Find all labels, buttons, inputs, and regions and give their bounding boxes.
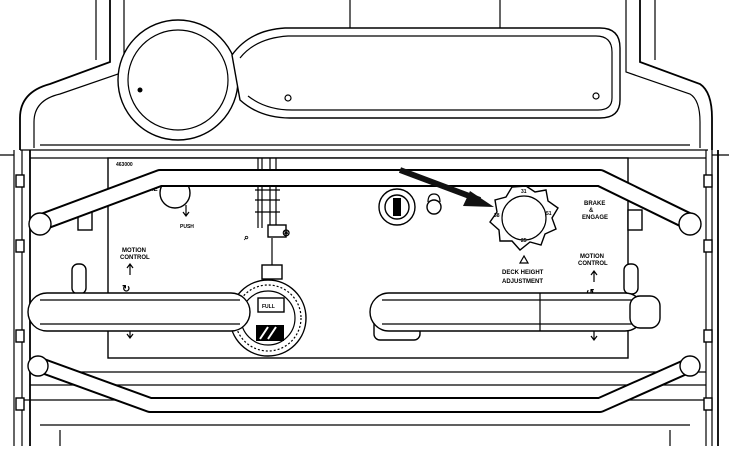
arrow-pointer-icon bbox=[398, 167, 494, 207]
motion-left-rotate-icon: ↻ bbox=[122, 284, 130, 295]
knob-mark-top: 31 bbox=[521, 189, 527, 195]
ignition-key-icon bbox=[393, 198, 401, 216]
turtle-icon: ⌕ bbox=[243, 232, 249, 242]
lower-roll-bar bbox=[27, 355, 701, 413]
deck-height-line1: DECK HEIGHT bbox=[502, 270, 544, 276]
ignition-switch[interactable] bbox=[378, 188, 416, 226]
brake-line2: & bbox=[589, 208, 594, 214]
deck-height-knob[interactable]: 31 38 51 25 bbox=[489, 185, 559, 251]
deck-height-indicator-icon bbox=[518, 254, 530, 264]
motion-control-left-line2: CONTROL bbox=[120, 255, 150, 261]
push-label: PUSH bbox=[180, 224, 194, 230]
upper-roll-bar bbox=[28, 169, 702, 236]
fuel-cap bbox=[117, 19, 239, 141]
fuel-gauge: FULL bbox=[229, 279, 307, 357]
side-bolts bbox=[15, 174, 713, 411]
left-motion-control-handle[interactable] bbox=[27, 292, 251, 332]
knob-mark-bottom: 25 bbox=[521, 238, 527, 244]
knob-mark-left: 38 bbox=[494, 213, 500, 219]
motion-control-right-line1: MOTION bbox=[580, 254, 604, 260]
part-number: 463000 bbox=[116, 162, 133, 168]
rabbit-icon: ⊛ bbox=[282, 228, 290, 239]
deck-height-line2: ADJUSTMENT bbox=[502, 279, 543, 285]
fuel-gauge-label: FULL bbox=[262, 304, 275, 310]
right-motion-control-handle[interactable] bbox=[369, 292, 661, 332]
padlock-icon bbox=[426, 193, 442, 215]
brake-line1: BRAKE bbox=[584, 201, 605, 207]
fuel-tank-hood bbox=[19, 0, 713, 150]
knob-mark-right: 51 bbox=[546, 211, 552, 217]
hood-raised-panel bbox=[231, 27, 621, 119]
throttle-lever[interactable] bbox=[255, 158, 287, 280]
motion-control-left-line1: MOTION bbox=[122, 248, 146, 254]
brake-line3: ENGAGE bbox=[582, 215, 608, 221]
motion-control-right-line2: CONTROL bbox=[578, 261, 608, 267]
